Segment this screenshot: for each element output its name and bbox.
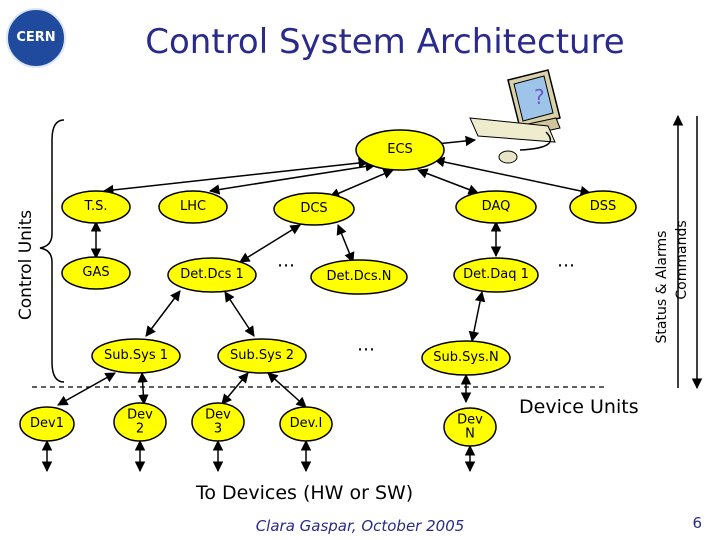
cern-logo: CERN — [6, 8, 66, 68]
ellipsis-daq: … — [557, 250, 575, 272]
subsys1-node — [91, 338, 181, 374]
devn-node — [443, 407, 497, 447]
commands-label: Commands — [674, 220, 690, 300]
daq-node — [455, 190, 537, 224]
device-units-label: Device Units — [519, 396, 639, 418]
dcs-node — [273, 192, 355, 226]
devn-label: Dev N — [457, 412, 483, 441]
detdcsn-label: Det.Dcs.N — [326, 269, 392, 285]
daq-label: DAQ — [481, 199, 511, 215]
devi-node — [279, 406, 333, 442]
page-number: 6 — [692, 514, 702, 532]
lhc-node — [158, 190, 228, 224]
dev2-label: Dev 2 — [127, 407, 153, 436]
ecs-node — [355, 129, 445, 171]
subsys1-label: Sub.Sys 1 — [104, 348, 168, 364]
dev1-label: Dev1 — [30, 416, 64, 432]
lhc-label: LHC — [179, 199, 207, 215]
to-devices-label: To Devices (HW or SW) — [196, 482, 414, 504]
slide-title: Control System Architecture — [145, 22, 625, 62]
ecs-label: ECS — [387, 142, 413, 158]
detdaq1-node — [453, 257, 539, 293]
subsys2-label: Sub.Sys 2 — [230, 348, 294, 364]
subsys2-node — [217, 338, 307, 374]
detdaq1-label: Det.Daq 1 — [463, 267, 529, 283]
dev3-node — [191, 402, 245, 442]
detdcs1-node — [167, 257, 257, 293]
dev1-node — [19, 406, 75, 442]
ellipsis-dcs: … — [277, 250, 295, 272]
computer-icon: ? — [469, 69, 561, 164]
control-units-brace — [39, 119, 65, 383]
ts-node — [61, 190, 131, 224]
dss-label: DSS — [589, 199, 617, 215]
devi-label: Dev.I — [289, 416, 323, 432]
dev3-label: Dev 3 — [205, 407, 231, 436]
subsysn-node — [421, 340, 511, 376]
subsysn-label: Sub.Sys.N — [433, 350, 499, 366]
ts-label: T.S. — [84, 199, 108, 215]
connections — [41, 135, 592, 473]
gas-label: GAS — [82, 265, 110, 281]
dss-node — [569, 190, 637, 224]
detdcs1-label: Det.Dcs 1 — [180, 267, 244, 283]
dcs-label: DCS — [300, 201, 328, 217]
logo-text: CERN — [16, 30, 56, 45]
author-credit: Clara Gaspar, October 2005 — [255, 517, 465, 535]
control-units-label: Control Units — [16, 209, 36, 321]
ellipsis-subsys: … — [357, 334, 375, 356]
gas-node — [61, 256, 131, 290]
detdcsn-node — [310, 259, 408, 295]
status-alarms-label: Status & Alarms — [654, 230, 670, 344]
svg-text:?: ? — [534, 85, 545, 109]
dev2-node — [113, 402, 167, 442]
